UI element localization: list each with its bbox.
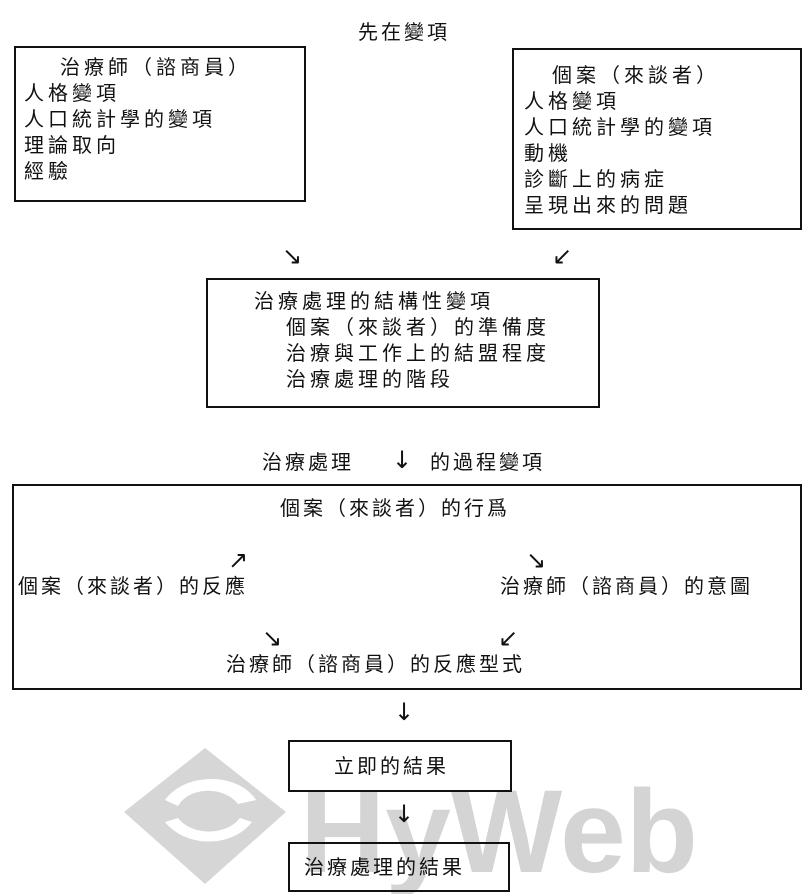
therapist-item: 理論取向 (24, 133, 120, 157)
client-behavior: 個案（來談者）的行爲 (280, 496, 510, 520)
therapist-variables-list: 治療師（諮商員） 人格變項 人口統計學的變項 理論取向 經驗 (24, 54, 252, 184)
process-variables-box: 個案（來談者）的行爲 ↗ ↘ 個案（來談者）的反應 治療師（諮商員）的意圖 ↘ … (12, 484, 802, 690)
client-variables-box: 個案（來談者） 人格變項 人口統計學的變項 動機 診斷上的病症 呈現出來的問題 (512, 48, 802, 230)
client-item: 動機 (524, 141, 572, 165)
process-label-right: 的過程變項 (430, 450, 545, 474)
client-item: 診斷上的病症 (524, 167, 668, 191)
therapist-item: 人格變項 (24, 81, 120, 105)
structural-variables-list: 治療處理的結構性變項 個案（來談者）的準備度 治療與工作上的結盟程度 治療處理的… (254, 288, 550, 392)
process-label-left: 治療處理 (262, 450, 354, 474)
arrow-down-right-icon: ↘ (262, 624, 283, 652)
arrow-down-right-icon: ↘ (526, 546, 547, 574)
immediate-outcome-box: 立即的結果 (288, 740, 512, 792)
therapist-variables-box: 治療師（諮商員） 人格變項 人口統計學的變項 理論取向 經驗 (14, 46, 306, 202)
treatment-outcome-box: 治療處理的結果 (288, 842, 510, 892)
therapist-item: 經驗 (24, 159, 72, 183)
structural-item: 治療與工作上的結盟程度 (286, 341, 550, 365)
arrow-down-right-icon: ↘ (282, 242, 303, 270)
therapist-response: 治療師（諮商員）的反應型式 (226, 652, 525, 676)
arrow-down-icon: ↓ (392, 446, 413, 474)
arrow-down-left-icon: ↙ (498, 624, 519, 652)
treatment-outcome-label: 治療處理的結果 (304, 855, 465, 879)
client-item: 呈現出來的問題 (524, 193, 692, 217)
arrow-up-right-icon: ↗ (228, 546, 249, 574)
structural-item: 個案（來談者）的準備度 (286, 315, 550, 339)
therapist-heading: 治療師（諮商員） (60, 55, 252, 79)
hyweb-logo-icon (124, 748, 286, 884)
client-variables-list: 個案（來談者） 人格變項 人口統計學的變項 動機 診斷上的病症 呈現出來的問題 (524, 62, 720, 218)
arrow-down-left-icon: ↙ (552, 242, 573, 270)
structural-heading: 治療處理的結構性變項 (254, 289, 494, 313)
arrow-down-icon: ↓ (394, 800, 415, 828)
therapist-item: 人口統計學的變項 (24, 107, 216, 131)
client-heading: 個案（來談者） (552, 63, 720, 87)
structural-variables-box: 治療處理的結構性變項 個案（來談者）的準備度 治療與工作上的結盟程度 治療處理的… (206, 278, 600, 408)
arrow-down-icon: ↓ (394, 698, 415, 726)
client-reaction: 個案（來談者）的反應 (18, 574, 248, 598)
immediate-outcome-label: 立即的結果 (334, 754, 449, 778)
client-item: 人格變項 (524, 89, 620, 113)
therapist-intention: 治療師（諮商員）的意圖 (500, 574, 753, 598)
diagram-title: 先在變項 (358, 20, 450, 44)
watermark-text: HyWeb (300, 766, 698, 894)
structural-item: 治療處理的階段 (286, 367, 454, 391)
client-item: 人口統計學的變項 (524, 115, 716, 139)
